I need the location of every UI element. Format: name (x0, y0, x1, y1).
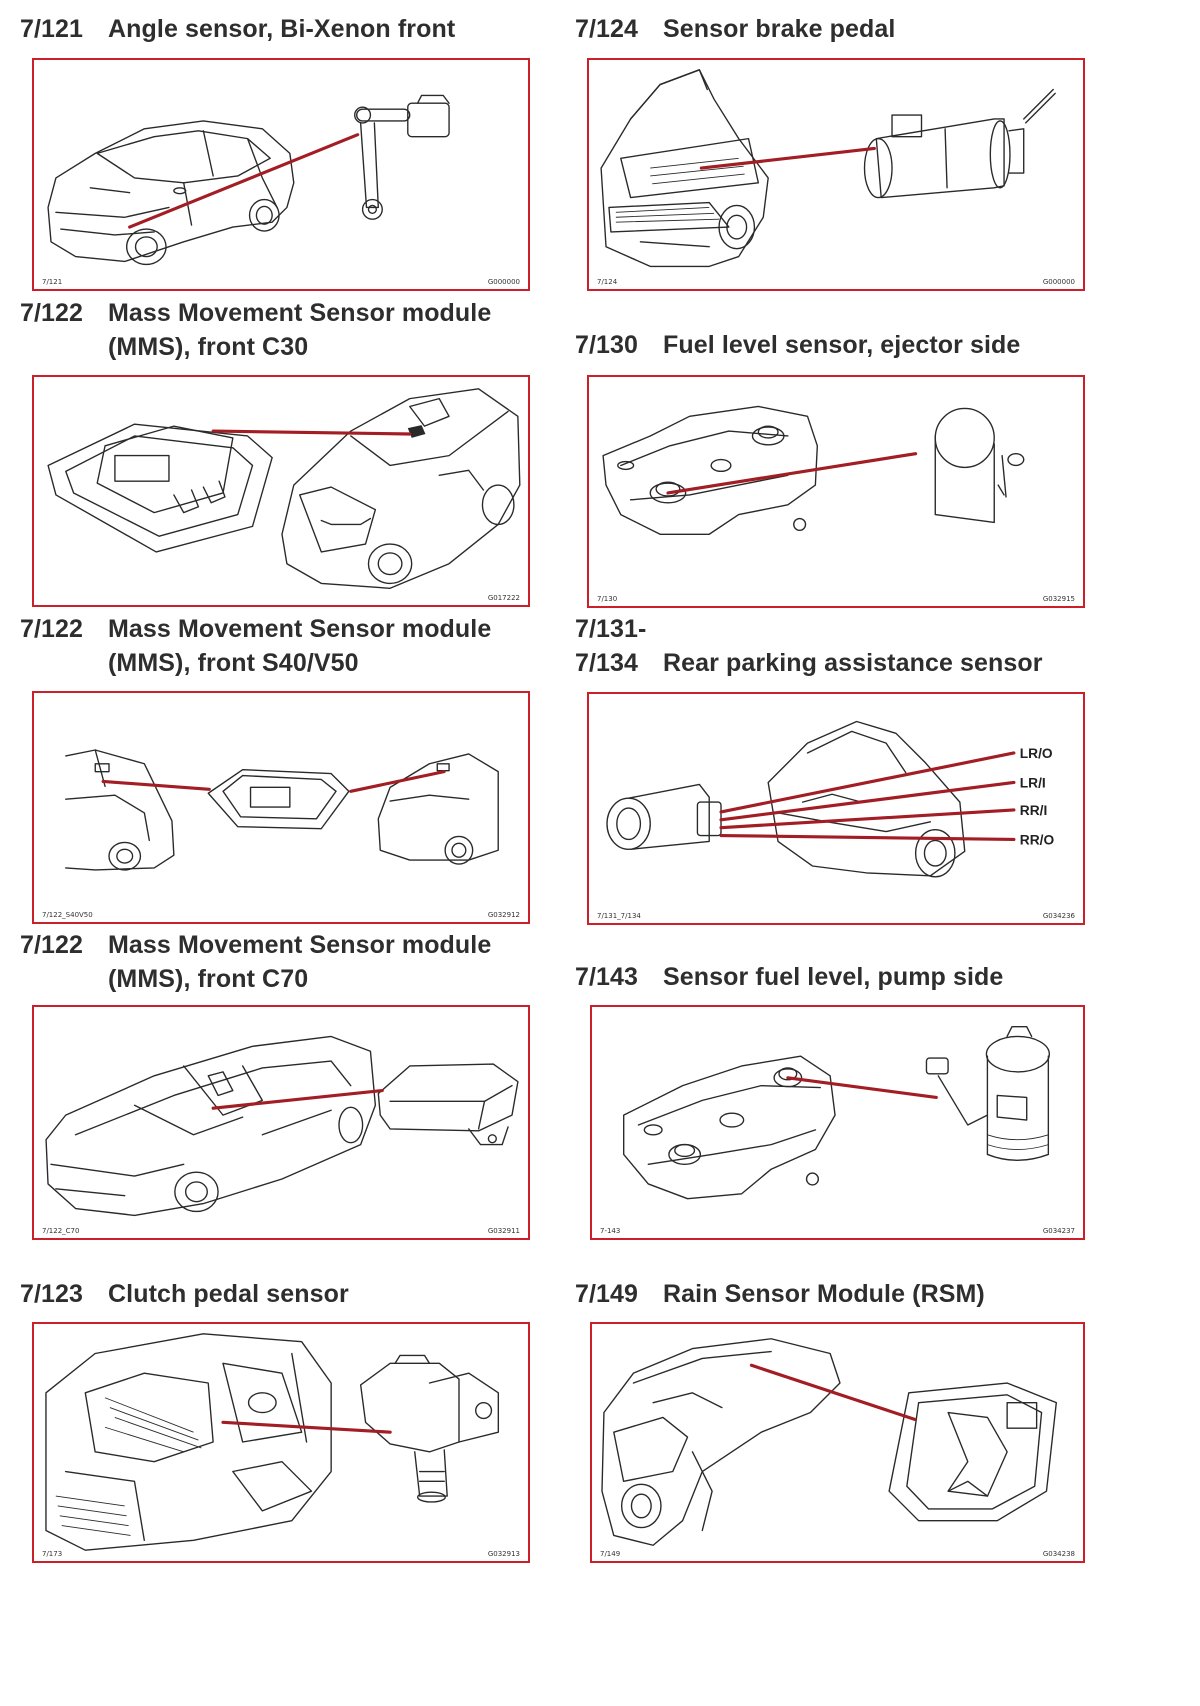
section-code: 7/122 (20, 299, 84, 327)
section-heading-7-122-c70: 7/122 Mass Movement Sensor module (MMS),… (20, 928, 491, 996)
fuel-tank-pump-illustration (623, 1025, 1051, 1200)
section-title: Mass Movement Sensor module (108, 931, 492, 959)
section-code: 7/131- 7/134 (575, 615, 647, 677)
figure-parking-sensor: LR/O LR/I RR/I RR/O 7/131_7/134 G034236 (587, 692, 1085, 925)
figure-caption-left: 7/122_S40V50 (42, 911, 93, 919)
figure-caption-right: G017222 (487, 594, 520, 602)
mms-c30-illustration (47, 388, 521, 589)
section-title (663, 612, 1043, 646)
section-title: Clutch pedal sensor (108, 1280, 349, 1308)
section-code: 7/123 (20, 1280, 84, 1308)
figure-fuel-level-pump: 7-143 G034237 (590, 1005, 1085, 1240)
section-heading-7-124: 7/124 Sensor brake pedal (575, 12, 895, 46)
figure-mms-c70: 7/122_C70 G032911 (32, 1005, 530, 1240)
figure-caption-left: 7/122_C70 (42, 1227, 80, 1235)
figure-caption-right: G034236 (1042, 912, 1075, 920)
figure-caption-right: G032913 (487, 1550, 520, 1558)
section-title: Mass Movement Sensor module (108, 615, 492, 643)
section-title-line-2: (MMS), front C30 (108, 333, 309, 361)
section-code: 7/122 (20, 615, 84, 643)
figure-caption-left: 7/149 (600, 1550, 621, 1558)
section-code: 7/143 (575, 963, 639, 991)
figure-caption-right: G000000 (1042, 278, 1075, 286)
figure-caption-left: 7/124 (597, 278, 618, 286)
mms-c70-illustration (45, 1035, 519, 1217)
section-heading-7-122-s40v50: 7/122 Mass Movement Sensor module (MMS),… (20, 612, 491, 680)
callout-lr-i: LR/I (1020, 775, 1046, 790)
section-title: Angle sensor, Bi-Xenon front (108, 15, 456, 43)
figure-caption-left: 7/131_7/134 (597, 912, 641, 920)
section-code: 7/124 (575, 15, 639, 43)
figure-rain-sensor: 7/149 G034238 (590, 1322, 1085, 1563)
section-code: 7/130 (575, 331, 639, 359)
section-heading-7-121: 7/121 Angle sensor, Bi-Xenon front (20, 12, 455, 46)
figure-caption-left: 7-143 (600, 1227, 621, 1235)
mms-s40v50-illustration (65, 749, 499, 871)
parking-sensor-illustration: LR/O LR/I RR/I RR/O (606, 720, 1055, 878)
section-title-line-2: (MMS), front S40/V50 (108, 649, 359, 677)
figure-brake-pedal-sensor: 7/124 G000000 (587, 58, 1085, 291)
callout-rr-i: RR/I (1020, 803, 1048, 818)
section-heading-7-123: 7/123 Clutch pedal sensor (20, 1277, 349, 1311)
section-heading-7-143: 7/143 Sensor fuel level, pump side (575, 960, 1003, 994)
figure-caption-right: G032911 (487, 1227, 520, 1235)
section-heading-7-149: 7/149 Rain Sensor Module (RSM) (575, 1277, 985, 1311)
figure-caption-right: G032915 (1042, 595, 1075, 603)
figure-caption-right: G034238 (1042, 1550, 1075, 1558)
section-heading-7-122-c30: 7/122 Mass Movement Sensor module (MMS),… (20, 296, 491, 364)
figure-clutch-pedal-sensor: 7/173 G032913 (32, 1322, 530, 1563)
section-title: Sensor fuel level, pump side (663, 963, 1004, 991)
section-heading-7-130: 7/130 Fuel level sensor, ejector side (575, 328, 1020, 362)
figure-caption-left: 7/130 (597, 595, 618, 603)
section-title: Mass Movement Sensor module (108, 299, 492, 327)
section-code: 7/122 (20, 931, 84, 959)
section-title: Sensor brake pedal (663, 15, 896, 43)
figure-mms-s40v50: 7/122_S40V50 G032912 (32, 691, 530, 924)
figure-caption-left: 7/121 (42, 278, 63, 286)
figure-caption-right: G032912 (487, 911, 520, 919)
figure-caption-right: G034237 (1042, 1227, 1075, 1235)
rain-sensor-illustration (601, 1338, 1057, 1546)
figure-caption-left: 7/173 (42, 1550, 63, 1558)
figure-caption-right: G000000 (487, 278, 520, 286)
section-heading-7-131-134: 7/131- 7/134 Rear parking assistance sen… (575, 612, 1043, 680)
brake-sensor-illustration (600, 69, 1056, 268)
section-code: 7/149 (575, 1280, 639, 1308)
figure-fuel-level-ejector: 7/130 G032915 (587, 375, 1085, 608)
callout-rr-o: RR/O (1020, 832, 1055, 847)
section-code: 7/121 (20, 15, 84, 43)
clutch-sensor-illustration (45, 1333, 500, 1551)
section-title-line-2: (MMS), front C70 (108, 965, 309, 993)
section-title-line-2: Rear parking assistance sensor (663, 649, 1043, 677)
callout-lr-o: LR/O (1020, 746, 1053, 761)
section-title: Rain Sensor Module (RSM) (663, 1280, 985, 1308)
figure-angle-sensor: 7/121 G000000 (32, 58, 530, 291)
fuel-tank-ejector-illustration (602, 405, 1025, 535)
section-title: Fuel level sensor, ejector side (663, 331, 1021, 359)
figure-mms-c30: G017222 (32, 375, 530, 607)
angle-sensor-illustration (47, 94, 450, 266)
